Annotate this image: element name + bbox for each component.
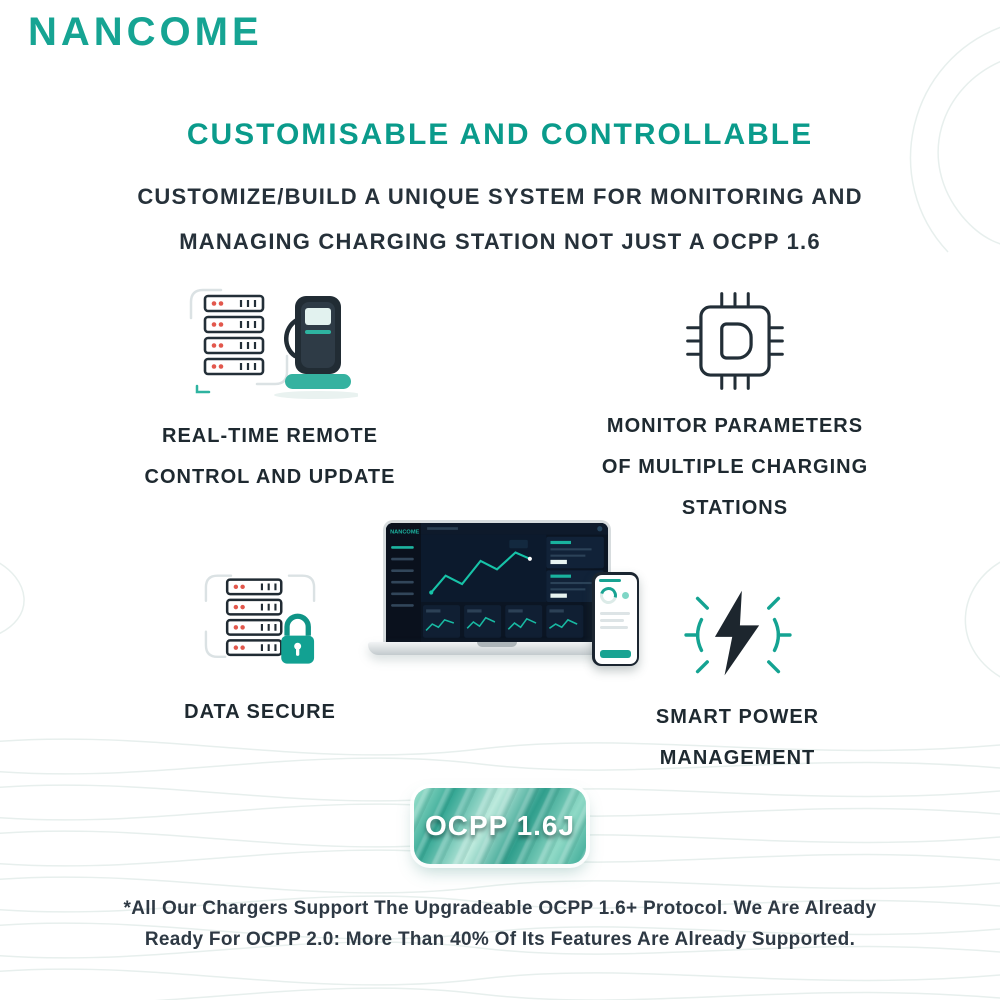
subheadline-line: MANAGING CHARGING STATION NOT JUST A OCP… bbox=[179, 229, 821, 254]
feature-remote-control: REAL-TIME REMOTE CONTROL AND UPDATE bbox=[95, 282, 445, 498]
footer-line: Ready For OCPP 2.0: More Than 40% Of Its… bbox=[144, 929, 856, 950]
lightning-icon bbox=[565, 585, 910, 685]
laptop-mockup: NANCOME bbox=[368, 520, 639, 672]
feature-smart-power: SMART POWER MANAGEMENT bbox=[565, 585, 910, 779]
footer-line: *All Our Chargers Support The Upgradeabl… bbox=[123, 898, 877, 919]
feature-label: SMART POWER MANAGEMENT bbox=[565, 697, 910, 779]
ocpp-badge: OCPP 1.6J bbox=[414, 788, 586, 864]
phone-action-button bbox=[599, 649, 631, 658]
feature-label-line: STATIONS bbox=[681, 497, 789, 519]
phone-text-line bbox=[599, 618, 624, 622]
footer-note: *All Our Chargers Support The Upgradeabl… bbox=[0, 893, 1000, 955]
phone-text-line bbox=[599, 625, 628, 629]
feature-monitor-parameters: MONITOR PARAMETERS OF MULTIPLE CHARGING … bbox=[555, 288, 915, 529]
laptop-screen: NANCOME bbox=[383, 520, 611, 642]
feature-label-line: DATA SECURE bbox=[184, 701, 336, 723]
laptop-base bbox=[368, 642, 626, 655]
feature-label-line: OF MULTIPLE CHARGING bbox=[601, 456, 869, 478]
chip-icon bbox=[555, 288, 915, 394]
nancome-logo: NANCOME bbox=[28, 10, 263, 54]
phone-header-bar bbox=[598, 578, 621, 582]
feature-label: MONITOR PARAMETERS OF MULTIPLE CHARGING … bbox=[555, 406, 915, 529]
feature-label-line: CONTROL AND UPDATE bbox=[144, 466, 396, 488]
feature-label-line: REAL-TIME REMOTE bbox=[162, 425, 378, 447]
subheadline-line: CUSTOMIZE/BUILD A UNIQUE SYSTEM FOR MONI… bbox=[137, 184, 863, 209]
feature-label-line: MANAGEMENT bbox=[659, 747, 816, 769]
feature-label: DATA SECURE bbox=[105, 692, 415, 733]
phone-mockup bbox=[592, 572, 639, 666]
subheadline: CUSTOMIZE/BUILD A UNIQUE SYSTEM FOR MONI… bbox=[0, 174, 1000, 264]
feature-label-line: MONITOR PARAMETERS bbox=[606, 415, 864, 437]
phone-status-dot bbox=[621, 591, 629, 599]
feature-label: REAL-TIME REMOTE CONTROL AND UPDATE bbox=[95, 416, 445, 498]
feature-label-line: SMART POWER bbox=[655, 706, 820, 728]
server-charger-icon bbox=[95, 282, 445, 404]
phone-screen bbox=[594, 574, 637, 664]
server-lock-icon bbox=[105, 568, 415, 680]
laptop-brand-text: NANCOME bbox=[390, 529, 419, 535]
dashboard-preview: NANCOME bbox=[386, 523, 608, 642]
feature-data-secure: DATA SECURE bbox=[105, 568, 415, 733]
ocpp-badge-label: OCPP 1.6J bbox=[424, 810, 576, 841]
phone-text-line bbox=[599, 611, 630, 615]
phone-progress-ring bbox=[596, 583, 620, 607]
headline: CUSTOMISABLE AND CONTROLLABLE bbox=[186, 118, 814, 151]
